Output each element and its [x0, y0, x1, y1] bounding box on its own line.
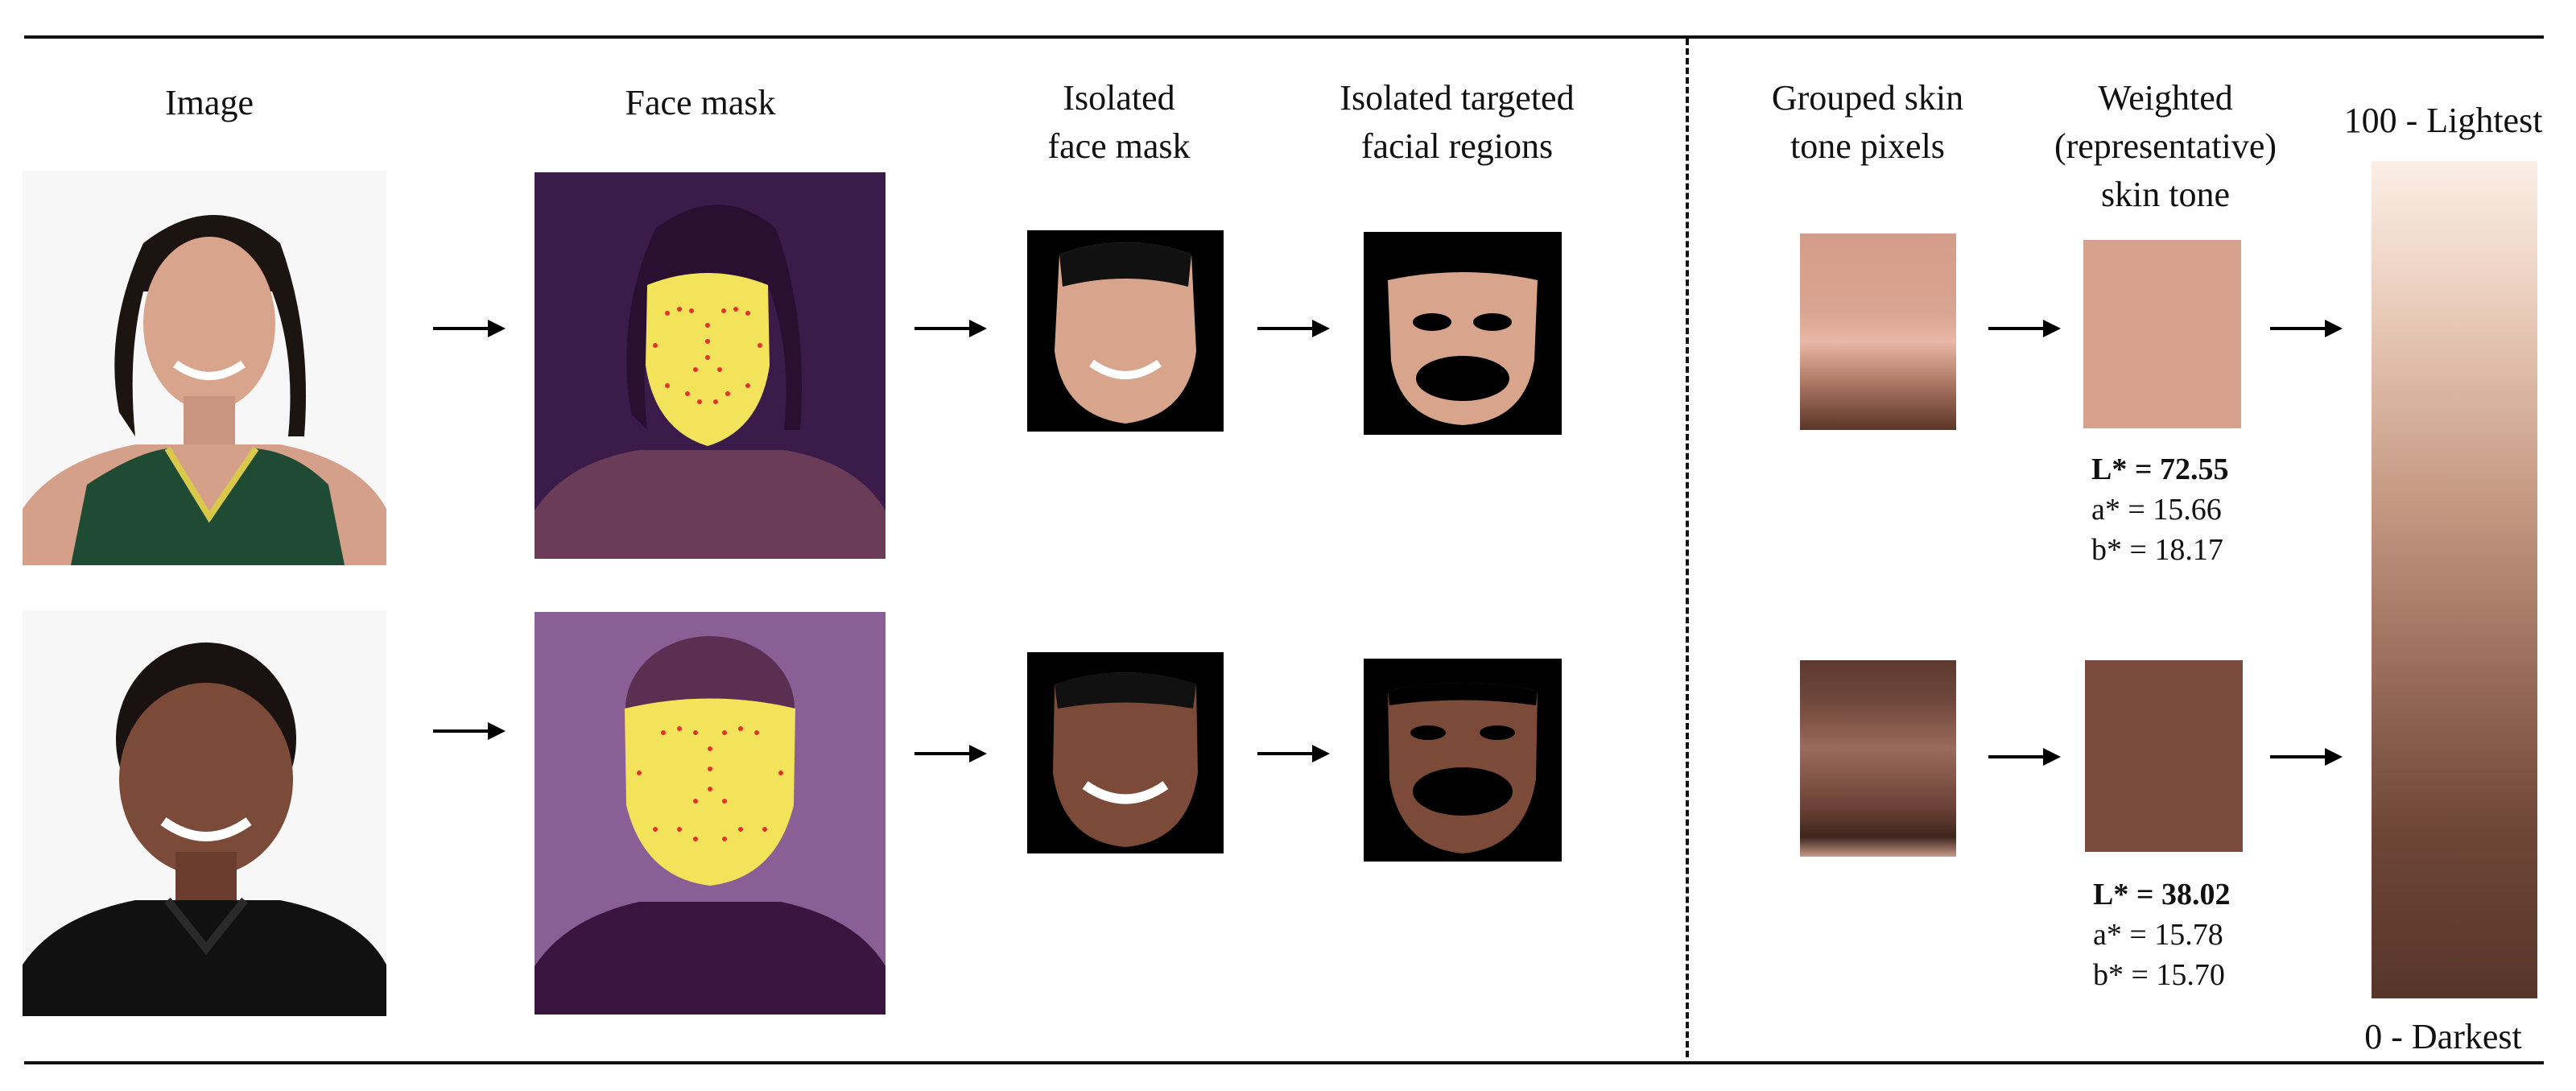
arrow-r1-1: [433, 320, 506, 337]
portrait-photo-1: [23, 171, 386, 565]
lab-b-1: b* = 18.17: [2091, 533, 2223, 567]
weighted-swatch-1: [2083, 240, 2241, 428]
header-weighted-skin-tone: Weighted (representative) skin tone: [2054, 78, 2277, 214]
face-mask-2: [535, 612, 886, 1015]
header-isolated-regions: Isolated targeted facial regions: [1340, 78, 1575, 166]
scale-bottom-label: 0 - Darkest: [2364, 1017, 2522, 1056]
isolated-regions-1: [1364, 232, 1562, 435]
grouped-swatch-2: [1800, 660, 1956, 857]
arrow-r1-3: [1257, 320, 1330, 337]
grouped-swatch-1: [1800, 233, 1956, 430]
face-mask-1: [535, 172, 886, 559]
arrow-r1-2: [914, 320, 987, 337]
arrow-r1-4: [1988, 320, 2061, 337]
header-image: Image: [165, 83, 254, 122]
header-face-mask: Face mask: [625, 83, 776, 122]
lab-b-2: b* = 15.70: [2093, 958, 2225, 992]
portrait-photo-2: [23, 610, 386, 1016]
lab-values-1: L* = 72.55 a* = 15.66 b* = 18.17: [2091, 449, 2285, 570]
lab-L-2: L* = 38.02: [2093, 878, 2231, 911]
arrow-r2-2: [914, 745, 987, 762]
lab-a-1: a* = 15.66: [2091, 493, 2222, 527]
weighted-swatch-2: [2085, 660, 2243, 852]
header-grouped-skin-pixels: Grouped skin tone pixels: [1771, 78, 1964, 166]
isolated-face-1: [1027, 230, 1224, 432]
top-rule: [24, 35, 2544, 39]
arrow-r2-1: [433, 722, 506, 740]
arrow-r2-4: [1988, 748, 2061, 766]
header-isolated-face-mask: Isolated face mask: [1047, 78, 1191, 166]
isolated-face-2: [1027, 652, 1224, 853]
section-divider: [1686, 39, 1689, 1057]
lab-values-2: L* = 38.02 a* = 15.78 b* = 15.70: [2093, 874, 2286, 995]
scale-top-label: 100 - Lightest: [2343, 101, 2543, 140]
arrow-r2-5: [2270, 748, 2343, 766]
arrow-r1-5: [2270, 320, 2343, 337]
isolated-regions-2: [1364, 659, 1562, 862]
bottom-rule: [24, 1061, 2544, 1064]
arrow-r2-3: [1257, 745, 1330, 762]
lab-L-1: L* = 72.55: [2091, 453, 2229, 486]
lightness-scale-bar: [2372, 161, 2537, 998]
lab-a-2: a* = 15.78: [2093, 918, 2223, 952]
